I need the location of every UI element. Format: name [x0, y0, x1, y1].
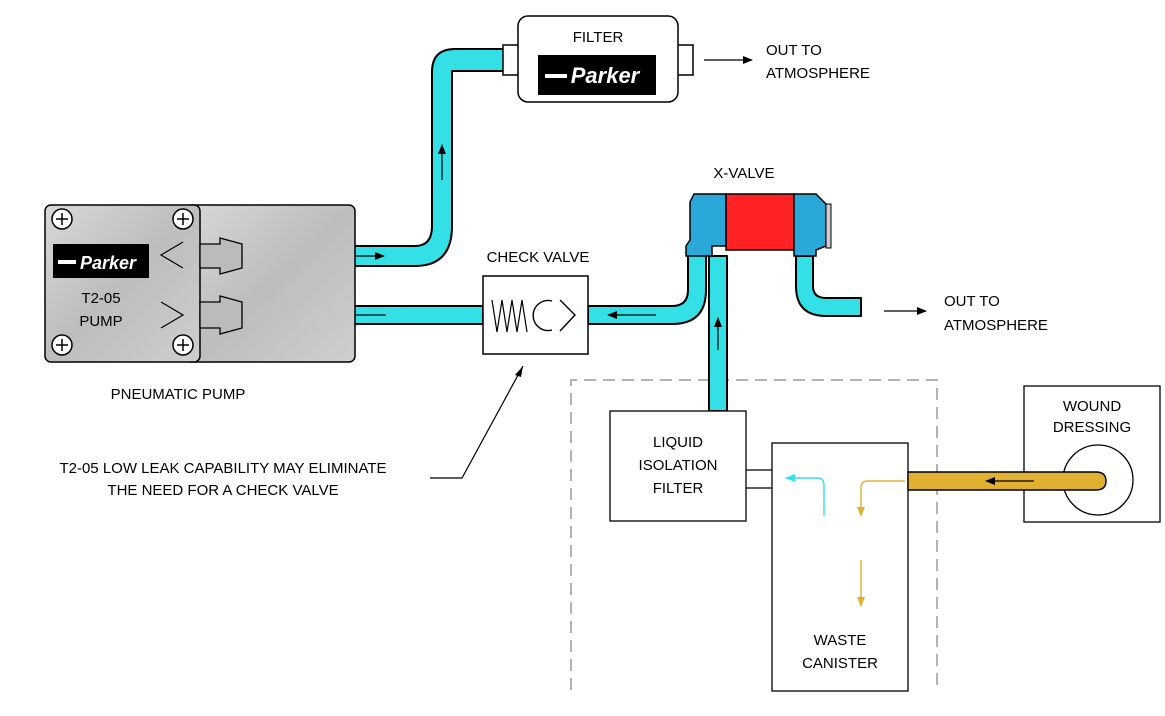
check-valve-spring-icon	[491, 299, 528, 333]
check-valve-label: CHECK VALVE	[487, 249, 590, 266]
parker-logo-pump-text: Parker	[80, 253, 137, 273]
parker-logo-filter-dash	[545, 74, 567, 78]
parker-logo-pump-dash	[58, 260, 76, 264]
tube-xvalve-exhaust	[795, 255, 862, 317]
valve-out-line2: ATMOSPHERE	[944, 317, 1048, 334]
lif-line3: FILTER	[653, 480, 704, 497]
x-valve-right-port	[793, 193, 827, 257]
x-valve-label: X-VALVE	[713, 165, 774, 182]
valve-out-line1: OUT TO	[944, 293, 1000, 310]
note-line2: THE NEED FOR A CHECK VALVE	[107, 482, 338, 499]
pneumatic-pump: Parker T2-05 PUMP	[44, 204, 356, 363]
check-valve-seat-icon	[559, 299, 576, 332]
tube-pump-to-filter	[239, 48, 506, 267]
x-valve: X-VALVE	[685, 165, 832, 257]
filter-out-line1: OUT TO	[766, 42, 822, 59]
pump-outlet-chevron-icon	[159, 241, 184, 269]
filter-label: FILTER	[573, 29, 624, 46]
pump-inlet-chevron-icon	[160, 301, 185, 329]
waste-canister-box	[771, 442, 909, 692]
pump-inlet-fitting	[199, 295, 243, 335]
wound-line2: DRESSING	[1053, 419, 1131, 436]
check-valve-body	[482, 275, 589, 355]
lif-line2: ISOLATION	[639, 457, 718, 474]
liquid-isolation-filter-box	[609, 410, 747, 522]
note-leader-line	[430, 365, 524, 479]
note-line1: T2-05 LOW LEAK CAPABILITY MAY ELIMINATE	[59, 460, 386, 477]
check-valve-ball-icon	[532, 299, 553, 332]
filter-inlet-nipple	[502, 44, 520, 76]
note-leader-arrowhead	[515, 366, 523, 377]
pump-outlet-fitting	[199, 237, 243, 275]
x-valve-left-port	[685, 193, 727, 257]
arrow-fluid-into-canister	[857, 480, 905, 517]
device-enclosure-outline	[570, 379, 938, 690]
pump-housing	[184, 204, 356, 363]
screw-cross-marks	[56, 213, 189, 351]
waste-line2: CANISTER	[802, 655, 878, 672]
parker-logo-filter-text: Parker	[571, 63, 641, 88]
lif-line1: LIQUID	[653, 434, 703, 451]
x-valve-core	[725, 193, 795, 251]
filter-outlet-nipple	[676, 44, 694, 76]
arrow-air-to-filter	[785, 474, 825, 516]
pump-word-label: PUMP	[79, 313, 122, 330]
waste-line1: WASTE	[814, 632, 867, 649]
tube-xvalve-to-check-valve	[587, 253, 707, 325]
x-valve-clip	[825, 203, 832, 249]
pneumatic-pump-caption: PNEUMATIC PUMP	[111, 386, 246, 403]
wound-line1: WOUND	[1063, 398, 1121, 415]
filter: FILTER Parker	[502, 15, 694, 103]
filter-out-line2: ATMOSPHERE	[766, 65, 870, 82]
check-valve: CHECK VALVE	[482, 249, 590, 355]
pump-model-label: T2-05	[81, 290, 120, 307]
